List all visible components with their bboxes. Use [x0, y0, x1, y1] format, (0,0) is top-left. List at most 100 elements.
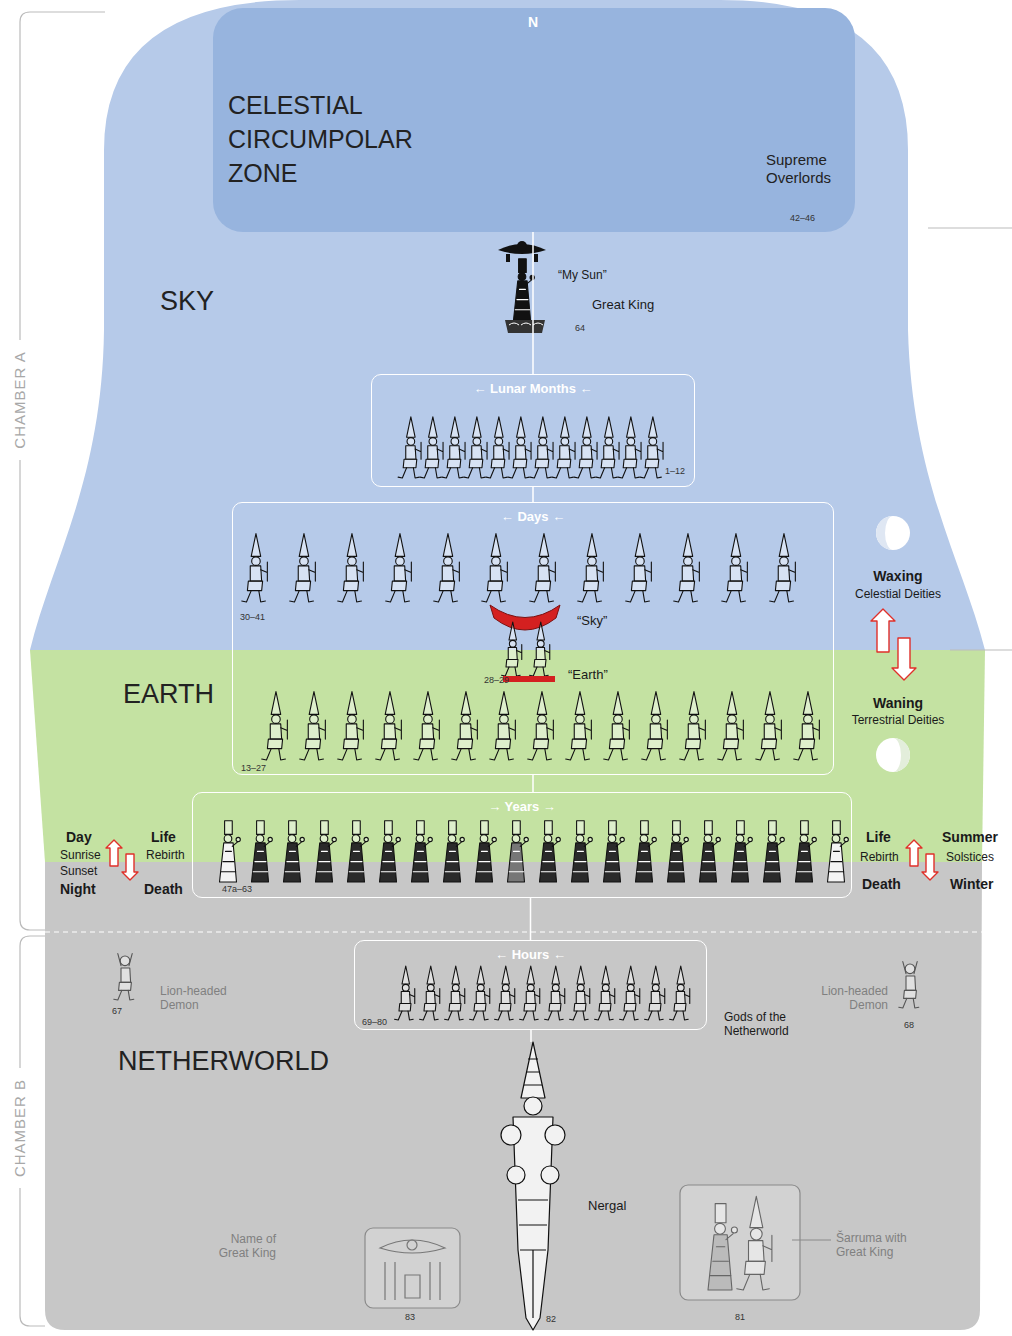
- figure-part: [540, 843, 557, 882]
- figure-part: [491, 534, 501, 557]
- figure-part: [566, 749, 590, 760]
- figure-part: [482, 591, 506, 602]
- deity-figure: [566, 692, 592, 760]
- figure-part: [309, 692, 319, 715]
- figure-part: [727, 581, 742, 591]
- figure-part: [310, 715, 319, 724]
- callout-number: 82: [546, 1314, 556, 1325]
- figure-part: [349, 851, 363, 871]
- figure-part: [487, 581, 502, 591]
- deity-figure: [737, 1196, 772, 1290]
- figure-part: [442, 566, 453, 581]
- deity-figure: [770, 534, 796, 602]
- figure-part: [319, 720, 326, 739]
- figure-part: [121, 968, 131, 982]
- figure-part: [576, 835, 584, 843]
- figure-part: [443, 534, 453, 557]
- figure-part: [652, 715, 661, 724]
- deity-figure: [482, 534, 508, 602]
- robed-figure: [444, 821, 465, 882]
- figure-part: [649, 438, 657, 446]
- figure-part: [604, 446, 614, 460]
- figure-part: [544, 835, 552, 843]
- figure-part: [613, 442, 619, 459]
- figure-part: [680, 749, 704, 760]
- figure-part: [602, 984, 609, 991]
- figure-part: [518, 273, 526, 281]
- figure-part: [530, 667, 549, 676]
- figure-part: [582, 446, 592, 460]
- figure-part: [602, 966, 610, 984]
- figure-part: [519, 259, 527, 273]
- figure-part: [232, 842, 237, 846]
- figure-part: [770, 591, 794, 602]
- deity-figure: [338, 692, 364, 760]
- deity-figure: [640, 417, 663, 478]
- figure-part: [601, 992, 610, 1004]
- robed-figure: [412, 821, 433, 882]
- figure-part: [645, 1011, 664, 1020]
- deity-figure: [490, 692, 516, 760]
- figure-part: [396, 557, 405, 566]
- figure-part: [732, 557, 741, 566]
- figure-part: [360, 842, 365, 846]
- deity-figure: [300, 692, 326, 760]
- figure-part: [524, 1097, 542, 1115]
- figure-part: [635, 534, 645, 557]
- figure-part: [614, 715, 623, 724]
- figure-part: [513, 821, 521, 835]
- cycle-label: Life: [866, 829, 891, 846]
- figure-part: [712, 842, 717, 846]
- figure-part: [444, 843, 461, 882]
- callout-number: 67: [112, 1006, 122, 1017]
- figure-part: [637, 851, 651, 871]
- figure-part: [623, 720, 630, 739]
- figure-part: [419, 739, 434, 749]
- figure-part: [346, 566, 357, 581]
- deity-figure: [434, 534, 460, 602]
- waning-moon: [876, 738, 910, 772]
- figure-part: [451, 992, 460, 1004]
- figure-part: [490, 566, 501, 581]
- figure-part: [535, 989, 540, 1004]
- deity-figure: [486, 417, 509, 478]
- figure-part: [591, 442, 597, 459]
- deity-figure: [445, 966, 465, 1020]
- figure-part: [699, 720, 706, 739]
- figure-part: [281, 720, 288, 739]
- figure-part: [840, 842, 845, 846]
- figure-part: [541, 1166, 559, 1184]
- figure-part: [605, 851, 619, 871]
- figure-part: [733, 851, 747, 871]
- sky-region: [30, 0, 985, 650]
- figure-part: [508, 648, 517, 660]
- figure-part: [605, 417, 614, 437]
- deity-figure: [262, 692, 288, 760]
- figure-part: [571, 739, 586, 749]
- deity-figure: [528, 692, 554, 760]
- deity-figure: [642, 692, 668, 760]
- figure-part: [392, 842, 397, 846]
- figure-part: [261, 562, 268, 581]
- leader-line: [792, 1240, 831, 1241]
- name-cartouche: [365, 1228, 460, 1308]
- figure-part: [685, 989, 690, 1004]
- figure-part: [395, 1011, 414, 1020]
- robed-figure: [348, 821, 369, 882]
- chamber-label: CHAMBER B: [10, 1068, 30, 1188]
- figure-part: [486, 468, 507, 478]
- figure-part: [537, 622, 545, 640]
- figure-part: [425, 459, 439, 468]
- figure-part: [515, 289, 529, 309]
- figure-part: [509, 851, 523, 871]
- figure-part: [635, 442, 641, 459]
- figure-part: [728, 715, 737, 724]
- figure-part: [427, 966, 435, 984]
- figure-part: [338, 591, 362, 602]
- figure-part: [636, 843, 653, 882]
- callout-number: 47a–63: [222, 884, 252, 895]
- figure-part: [442, 468, 463, 478]
- figure-part: [726, 1234, 733, 1240]
- figure-part: [737, 720, 744, 739]
- figure-part: [399, 1004, 411, 1012]
